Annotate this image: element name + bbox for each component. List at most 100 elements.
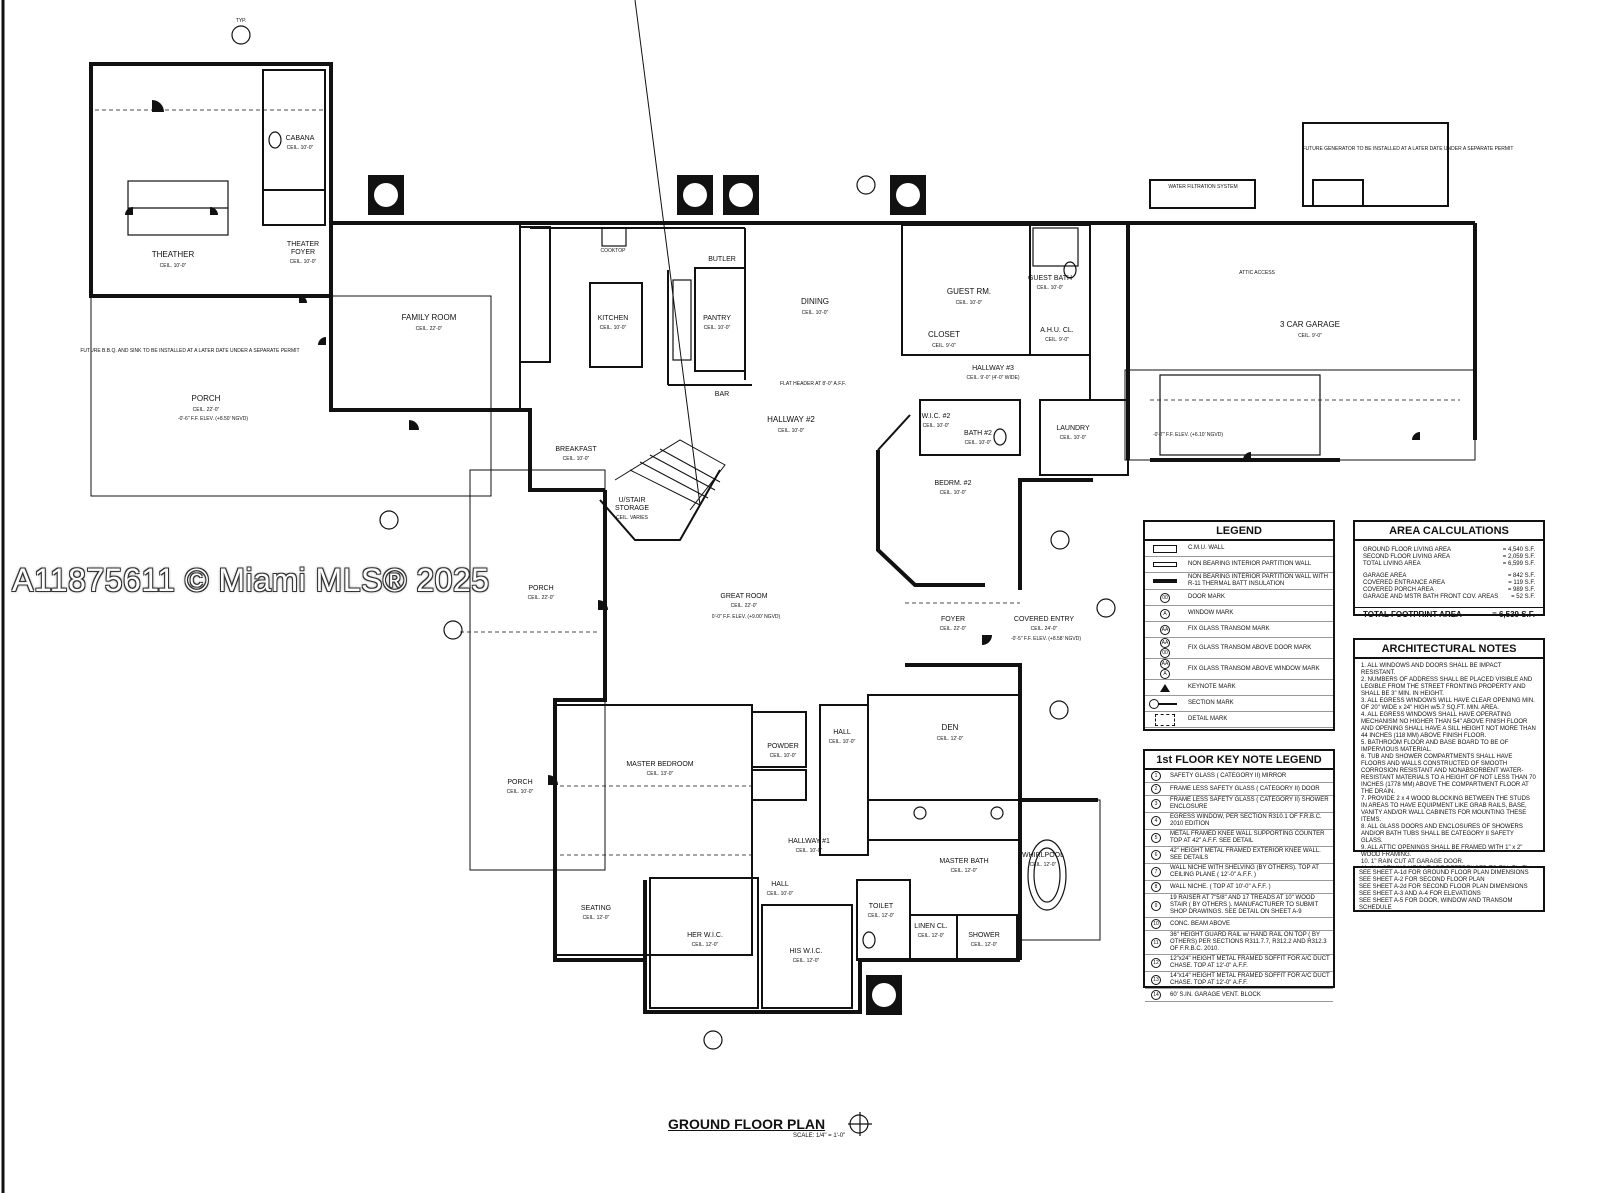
room-label: TOILET xyxy=(869,903,894,910)
key-note-number: 5 xyxy=(1151,833,1161,843)
room-label: BEDRM. #2 xyxy=(935,480,972,487)
room-label: PORCH xyxy=(507,779,532,786)
room-label: HALL xyxy=(833,729,851,736)
key-note-text: 19 RAISER AT 7"5/8" AND 17 TREADS AT 10"… xyxy=(1170,895,1319,915)
room-label: DINING xyxy=(801,297,829,306)
key-note-text: SAFETY GLASS ( CATEGORY II) MIRROR xyxy=(1170,772,1287,779)
legend-symbol xyxy=(1145,683,1185,692)
legend-row: KEYNOTE MARK xyxy=(1145,680,1333,696)
legend-text: FIX GLASS TRANSOM ABOVE WINDOW MARK xyxy=(1188,665,1320,672)
key-note-number: 7 xyxy=(1151,867,1161,877)
room-label: SEATING xyxy=(581,905,611,912)
key-note-text: FRAME LESS SAFETY GLASS ( CATEGORY II) D… xyxy=(1170,785,1320,792)
room-ceiling-label: CEIL. 10'-0" xyxy=(507,789,534,795)
arch-note: 5. BATHROOM FLOOR AND BASE BOARD TO BE O… xyxy=(1361,740,1509,753)
room-ceiling-label: CEIL. 12'-0" xyxy=(1030,862,1057,868)
area-label: COVERED PORCH AREA xyxy=(1363,587,1434,593)
key-note-row: 5 METAL FRAMED KNEE WALL SUPPORTING COUNT… xyxy=(1145,830,1333,847)
room-label: PANTRY xyxy=(703,315,731,322)
key-note-rows: 1 SAFETY GLASS ( CATEGORY II) MIRROR 2 FRAM… xyxy=(1145,770,1333,1002)
room-label: CLOSET xyxy=(928,330,960,339)
area-row: GROUND FLOOR LIVING AREA= 4,540 S.F. xyxy=(1355,547,1543,554)
area-row: COVERED PORCH AREA = 989 S.F. xyxy=(1355,587,1543,594)
room-ceiling-label: CEIL. 22'-0" xyxy=(940,626,967,632)
arch-note: 1. ALL WINDOWS AND DOORS SHALL BE IMPACT… xyxy=(1361,663,1502,676)
area-value: = 2,059 S.F. xyxy=(1502,554,1535,560)
room-ceiling-label: CEIL. 10'-0" xyxy=(290,259,317,265)
legend-row: AA FIX GLASS TRANSOM MARK xyxy=(1145,622,1333,638)
room-label: LAUNDRY xyxy=(1056,425,1090,432)
key-note-text: CONC. BEAM ABOVE xyxy=(1170,920,1231,927)
room-label: GREAT ROOM xyxy=(720,593,767,600)
room-label: WHIRLPOOL xyxy=(1022,852,1064,859)
legend-symbol: AA xyxy=(1160,624,1170,635)
legend-text: KEYNOTE MARK xyxy=(1188,684,1236,690)
room-label: HALLWAY #3 xyxy=(972,365,1014,372)
key-note-text: 12"x24" HEIGHT METAL FRAMED SOFFIT FOR A… xyxy=(1170,956,1330,969)
room-label: CABANA xyxy=(286,135,315,142)
sheet-reference: SEE SHEET A-3 AND A-4 FOR ELEVATIONS xyxy=(1359,891,1481,897)
generator-note: FUTURE GENERATOR TO BE INSTALLED AT A LA… xyxy=(1303,146,1514,152)
door-swings xyxy=(125,100,1420,785)
bbq-note: FUTURE B.B.Q. AND SINK TO BE INSTALLED A… xyxy=(80,348,299,354)
room-ceiling-label: CEIL. 10'-0" xyxy=(940,490,967,496)
room-ceiling-label: CEIL. 10'-0" xyxy=(802,310,829,316)
room-label: BATH #2 xyxy=(964,430,992,437)
key-note-number: 10 xyxy=(1151,919,1161,929)
room-ceiling-label: CEIL. 22'-0" xyxy=(528,595,555,601)
key-note-text: METAL FRAMED KNEE WALL SUPPORTING COUNTE… xyxy=(1170,831,1325,844)
legend-text: NON BEARING INTERIOR PARTITION WALL xyxy=(1188,561,1312,567)
area-row: GARAGE AREA= 842 S.F. xyxy=(1355,573,1543,580)
room-label: 3 CAR GARAGE xyxy=(1280,320,1340,329)
area-row: GARAGE AND MSTR BATH FRONT COV. AREAS= 5… xyxy=(1355,594,1543,601)
arch-notes-title: ARCHITECTURAL NOTES xyxy=(1355,640,1543,659)
room-label: MASTER BATH xyxy=(939,858,988,865)
area-value: = 6,599 S.F. xyxy=(1502,561,1535,567)
room-label: HALLWAY #1 xyxy=(788,838,830,845)
room-ceiling-label: CEIL. 12'-0" xyxy=(692,942,719,948)
area-label: GARAGE AREA xyxy=(1363,573,1407,579)
plan-scale: SCALE: 1/4" = 1'-0" xyxy=(793,1133,846,1139)
key-note-text: WALL NICHE. ( TOP AT 10'-0" A.F.F. ) xyxy=(1170,883,1271,890)
room-ceiling-label: CEIL. 10'-0" xyxy=(600,325,627,331)
key-note-number: 1 xyxy=(1151,771,1161,781)
key-note-number: 2 xyxy=(1151,784,1161,794)
arch-note: 10. 1" RAIN CUT AT GARAGE DOOR. xyxy=(1361,859,1464,865)
room-label: GUEST RM. xyxy=(947,287,991,296)
room-label: HALL xyxy=(771,881,789,888)
legend-title: LEGEND xyxy=(1145,522,1333,541)
arch-note: 6. TUB AND SHOWER COMPARTMENTS SHALL HAV… xyxy=(1361,754,1536,795)
area-value: = 52 S.F. xyxy=(1511,594,1535,600)
room-label: PORCH xyxy=(528,585,553,592)
garage-elev-note: -0'-7" F.F. ELEV. (+6.10' NGVD) xyxy=(1153,432,1223,438)
typ-label: TYP. xyxy=(236,18,246,24)
water-filtration-note: WATER FILTRATION SYSTEM xyxy=(1168,184,1237,190)
key-note-text: 14"x14" HEIGHT METAL FRAMED SOFFIT FOR A… xyxy=(1170,973,1330,986)
area-row: COVERED ENTRANCE AREA= 119 S.F. xyxy=(1355,580,1543,587)
key-note-text: EGRESS WINDOW, PER SECTION R310.1 OF F.R… xyxy=(1170,814,1322,827)
room-ceiling-label: CEIL. 12'-0" xyxy=(583,915,610,921)
porch-elev-note: -0'-6" F.F. ELEV. (+8.50' NGVD) xyxy=(178,416,248,422)
legend-symbol xyxy=(1145,579,1185,583)
room-ceiling-label: CEIL. 10'-0" xyxy=(778,428,805,434)
ac-units xyxy=(368,175,926,1015)
arch-note: 2. NUMBERS OF ADDRESS SHALL BE PLACED VI… xyxy=(1361,677,1533,697)
area-value: = 989 S.F. xyxy=(1507,587,1535,593)
sheet-reference: SEE SHEET A-5 FOR DOOR, WINDOW AND TRANS… xyxy=(1359,898,1513,911)
key-note-row: 10 CONC. BEAM ABOVE xyxy=(1145,918,1333,931)
key-note-number: 8 xyxy=(1151,882,1161,892)
room-label: POWDER xyxy=(767,743,799,750)
room-label: W.I.C. #2 xyxy=(922,413,951,420)
legend-text: SECTION MARK xyxy=(1188,700,1234,706)
room-label: COVERED ENTRY xyxy=(1014,616,1074,623)
room-ceiling-label: CEIL. 22'-0" xyxy=(193,407,220,413)
legend-text: FIX GLASS TRANSOM MARK xyxy=(1188,626,1270,632)
area-label: GROUND FLOOR LIVING AREA xyxy=(1363,547,1452,553)
